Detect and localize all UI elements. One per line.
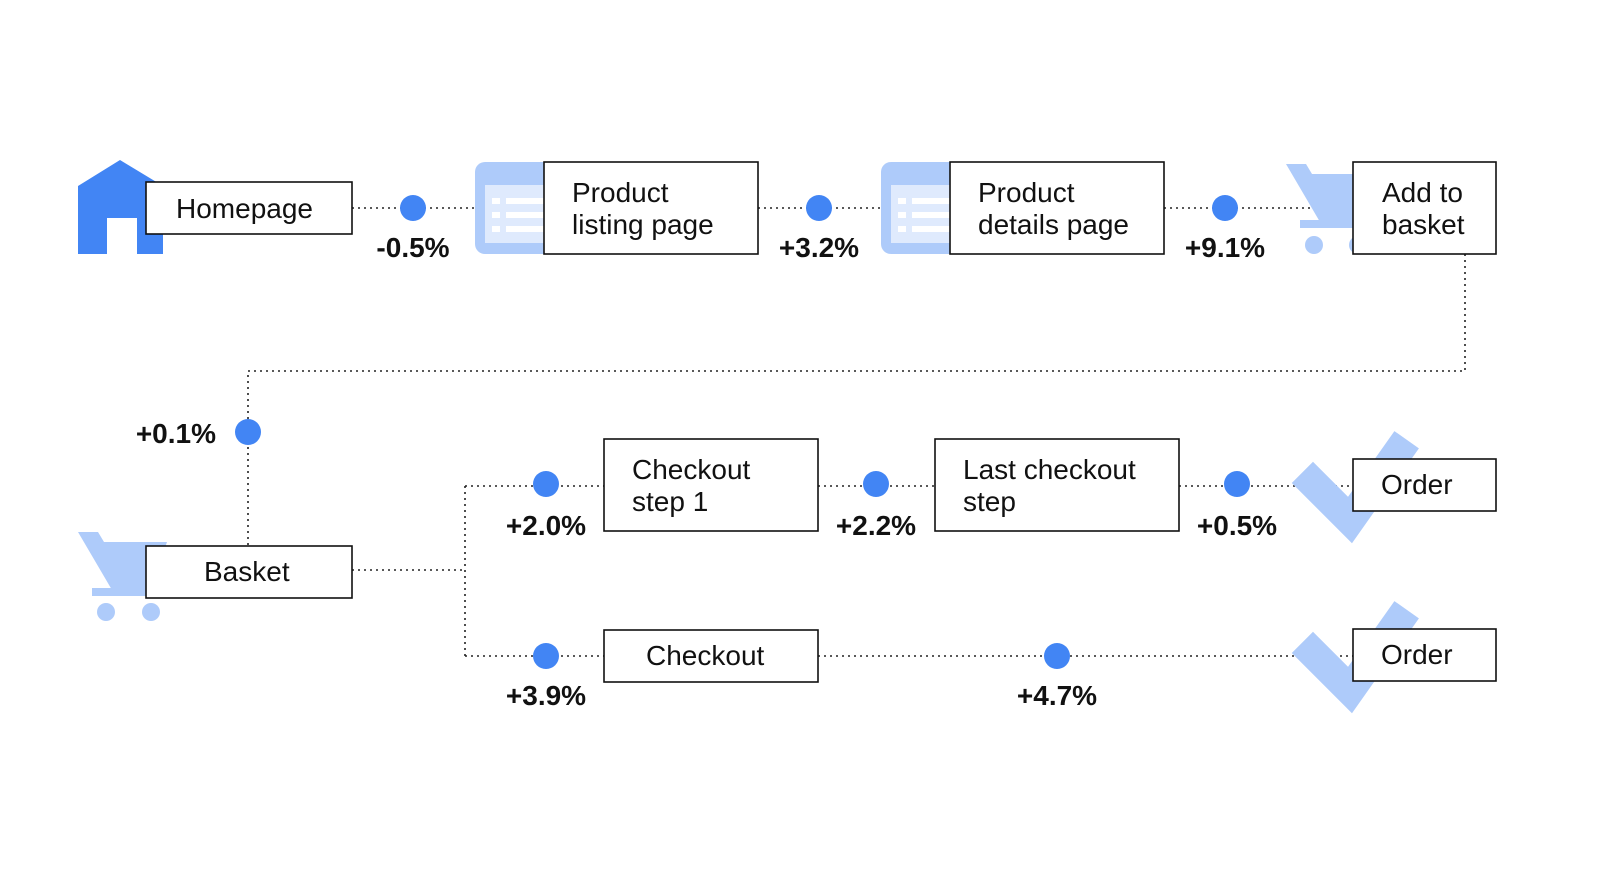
- change-dot: [1212, 195, 1238, 221]
- change-basket-to-step1: +2.0%: [506, 471, 586, 541]
- change-label: +4.7%: [1017, 680, 1097, 711]
- node-homepage: Homepage: [145, 181, 353, 235]
- node-label: Basket: [204, 556, 290, 587]
- node-label: Last checkout: [963, 454, 1136, 485]
- change-label: -0.5%: [376, 232, 449, 263]
- change-label: +3.2%: [779, 232, 859, 263]
- change-dot: [235, 419, 261, 445]
- node-label: details page: [978, 209, 1129, 240]
- node-label: Checkout: [632, 454, 751, 485]
- node-label: Order: [1381, 639, 1453, 670]
- change-dot: [863, 471, 889, 497]
- change-listing-to-details: +3.2%: [779, 195, 859, 263]
- change-basket-to-checkout: +3.9%: [506, 643, 586, 711]
- connectors: [247, 207, 1466, 657]
- node-add-to-basket: Add to basket: [1352, 161, 1497, 255]
- node-order-top: Order: [1352, 458, 1497, 512]
- node-label: Order: [1381, 469, 1453, 500]
- node-label: Add to: [1382, 177, 1463, 208]
- change-details-to-add: +9.1%: [1185, 195, 1265, 263]
- node-checkout: Checkout: [603, 629, 819, 683]
- node-label: step: [963, 486, 1016, 517]
- change-dot: [533, 471, 559, 497]
- node-label: Checkout: [646, 640, 765, 671]
- node-label: step 1: [632, 486, 708, 517]
- change-label: +2.2%: [836, 510, 916, 541]
- node-label: listing page: [572, 209, 714, 240]
- change-dot: [400, 195, 426, 221]
- node-order-bottom: Order: [1352, 628, 1497, 682]
- change-add-to-basket: +0.1%: [136, 418, 261, 449]
- change-dot: [806, 195, 832, 221]
- node-checkout-step-1: Checkout step 1: [603, 438, 819, 532]
- change-label: +0.5%: [1197, 510, 1277, 541]
- cart-icon: [78, 532, 167, 621]
- change-dot: [1044, 643, 1070, 669]
- node-product-listing-page: Product listing page: [543, 161, 759, 255]
- change-last-to-order: +0.5%: [1197, 471, 1277, 541]
- node-label: Homepage: [176, 193, 313, 224]
- node-label: Product: [572, 177, 669, 208]
- change-label: +9.1%: [1185, 232, 1265, 263]
- change-checkout-to-order: +4.7%: [1017, 643, 1097, 711]
- change-step1-to-last: +2.2%: [836, 471, 916, 541]
- node-product-details-page: Product details page: [949, 161, 1165, 255]
- change-label: +2.0%: [506, 510, 586, 541]
- house-icon: [78, 160, 163, 254]
- node-basket: Basket: [145, 545, 353, 599]
- change-label: +0.1%: [136, 418, 216, 449]
- change-dot: [1224, 471, 1250, 497]
- node-label: Product: [978, 177, 1075, 208]
- change-label: +3.9%: [506, 680, 586, 711]
- change-homepage-to-listing: -0.5%: [376, 195, 450, 263]
- change-dot: [533, 643, 559, 669]
- node-last-checkout-step: Last checkout step: [934, 438, 1180, 532]
- node-label: basket: [1382, 209, 1465, 240]
